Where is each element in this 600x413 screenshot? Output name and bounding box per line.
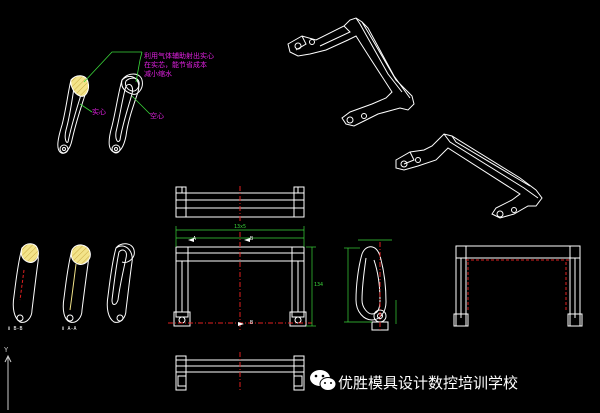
back-view <box>453 245 583 327</box>
handle-solid-section <box>57 75 89 154</box>
bottom-view <box>175 352 305 392</box>
handle-hollow-section <box>108 73 143 154</box>
section-markers <box>188 238 250 326</box>
ucs-icon <box>4 354 12 410</box>
section-profile-1 <box>12 243 39 323</box>
side-view <box>355 242 389 332</box>
side-view-dims <box>344 239 397 324</box>
dimension-lines <box>175 226 316 327</box>
label-hollow: 空心 <box>150 112 164 120</box>
label-solid: 实心 <box>92 108 106 116</box>
annotation-line-2: 在实芯，能节省成本 <box>144 61 207 69</box>
wechat-icon <box>310 370 337 391</box>
section-label-aa: Ⅱ A-A <box>62 326 77 332</box>
section-profile-3 <box>106 243 135 323</box>
width-dimension: 13x5 <box>234 224 247 230</box>
marker-b-bottom: B <box>250 320 254 326</box>
isometric-handle-2 <box>395 133 543 219</box>
annotation-line-1: 利用气体辅助射出实心 <box>144 52 214 60</box>
watermark-text: 优胜模具设计数控培训学校 <box>338 374 519 392</box>
isometric-handle-1 <box>287 17 415 127</box>
marker-a: A <box>193 236 197 242</box>
ucs-y-label: Y <box>4 346 9 354</box>
front-view <box>168 232 312 330</box>
top-view <box>175 186 305 222</box>
annotation-leaders <box>79 51 151 115</box>
section-label-bb: Ⅱ B-B <box>8 326 23 332</box>
section-profile-2 <box>62 244 91 323</box>
height-dimension: 134 <box>314 282 324 288</box>
marker-b: B <box>250 236 254 242</box>
annotation-line-3: 减小缩水 <box>144 70 172 78</box>
